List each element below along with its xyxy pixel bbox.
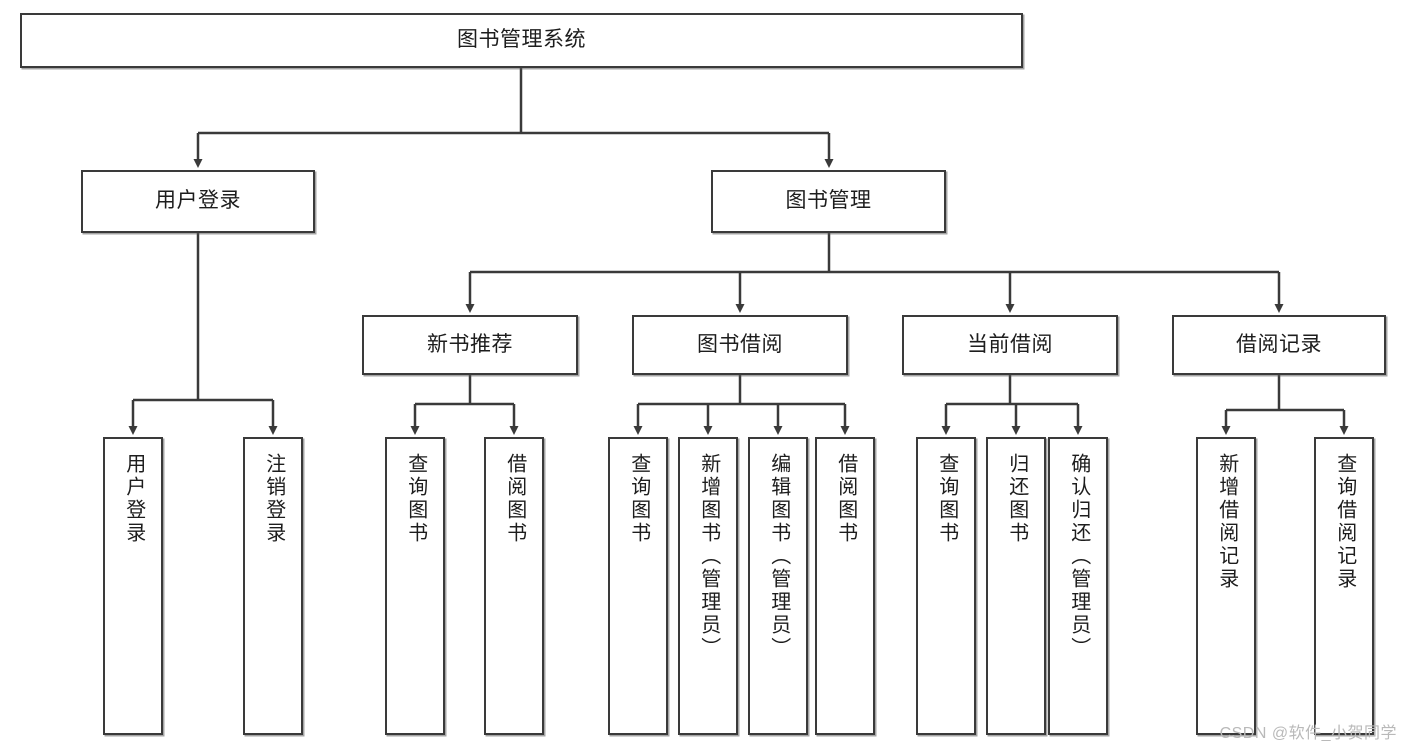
- node-leaf-confirm-return-admin-label: 确认归还（管理员）: [1067, 453, 1090, 660]
- node-leaf-cur-query-book[interactable]: 查询图书: [916, 437, 976, 735]
- node-current-borrow[interactable]: 当前借阅: [902, 315, 1118, 375]
- node-leaf-add-book-admin[interactable]: 新增图书（管理员）: [678, 437, 738, 735]
- node-borrow-record[interactable]: 借阅记录: [1172, 315, 1386, 375]
- node-user-login[interactable]: 用户登录: [81, 170, 315, 233]
- node-leaf-query-borrow-record[interactable]: 查询借阅记录: [1314, 437, 1374, 735]
- node-leaf-edit-book-admin-label: 编辑图书（管理员）: [767, 453, 790, 660]
- node-leaf-borrow-query-book[interactable]: 查询图书: [608, 437, 668, 735]
- node-leaf-logout-label: 注销登录: [262, 453, 285, 545]
- node-book-manage[interactable]: 图书管理: [711, 170, 946, 233]
- node-leaf-add-book-admin-label: 新增图书（管理员）: [697, 453, 720, 660]
- node-leaf-query-borrow-record-label: 查询借阅记录: [1333, 453, 1356, 591]
- node-new-book-rec-label: 新书推荐: [427, 332, 513, 356]
- node-leaf-borrow-query-book-label: 查询图书: [627, 453, 650, 545]
- node-new-book-rec[interactable]: 新书推荐: [362, 315, 578, 375]
- node-book-borrow[interactable]: 图书借阅: [632, 315, 848, 375]
- node-leaf-borrow-book[interactable]: 借阅图书: [815, 437, 875, 735]
- node-root[interactable]: 图书管理系统: [20, 13, 1023, 68]
- node-leaf-rec-query-book-label: 查询图书: [404, 453, 427, 545]
- node-leaf-borrow-book-label: 借阅图书: [834, 453, 857, 545]
- node-leaf-logout[interactable]: 注销登录: [243, 437, 303, 735]
- node-current-borrow-label: 当前借阅: [967, 332, 1053, 356]
- node-leaf-rec-borrow-book[interactable]: 借阅图书: [484, 437, 544, 735]
- node-leaf-return-book-label: 归还图书: [1005, 453, 1028, 545]
- node-leaf-cur-query-book-label: 查询图书: [935, 453, 958, 545]
- node-leaf-rec-query-book[interactable]: 查询图书: [385, 437, 445, 735]
- node-root-label: 图书管理系统: [457, 28, 586, 52]
- node-book-borrow-label: 图书借阅: [697, 332, 783, 356]
- node-book-manage-label: 图书管理: [785, 189, 872, 213]
- node-leaf-rec-borrow-book-label: 借阅图书: [503, 453, 526, 545]
- node-leaf-add-borrow-record-label: 新增借阅记录: [1215, 453, 1238, 591]
- node-borrow-record-label: 借阅记录: [1236, 332, 1322, 356]
- node-user-login-label: 用户登录: [155, 189, 241, 213]
- node-leaf-user-login[interactable]: 用户登录: [103, 437, 163, 735]
- watermark-text: CSDN @软件_小贺同学: [1219, 725, 1397, 742]
- node-leaf-confirm-return-admin[interactable]: 确认归还（管理员）: [1048, 437, 1108, 735]
- node-leaf-return-book[interactable]: 归还图书: [986, 437, 1046, 735]
- node-leaf-add-borrow-record[interactable]: 新增借阅记录: [1196, 437, 1256, 735]
- node-leaf-user-login-label: 用户登录: [122, 453, 145, 545]
- node-leaf-edit-book-admin[interactable]: 编辑图书（管理员）: [748, 437, 808, 735]
